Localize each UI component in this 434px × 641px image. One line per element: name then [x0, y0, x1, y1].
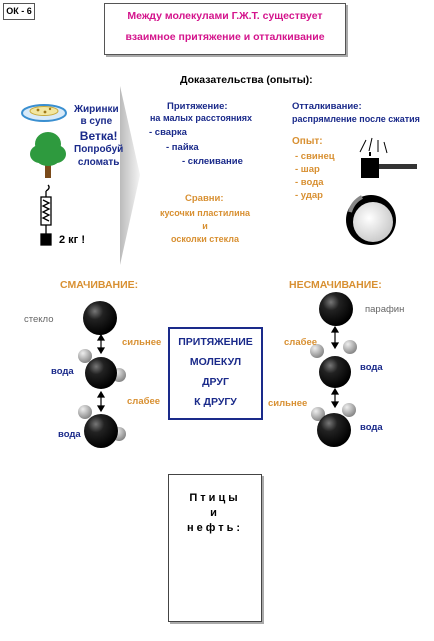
- tree-icon: [30, 132, 66, 178]
- evidence-header: Доказательства (опыты):: [180, 74, 313, 86]
- hammer-icon: [359, 137, 417, 178]
- branch-caption: Ветка! Попробуй сломать: [74, 130, 123, 169]
- weight-caption: 2 кг !: [59, 234, 85, 246]
- spring-scale-icon: [40, 184, 52, 246]
- attraction-title: Притяжение:: [167, 101, 228, 112]
- center-line: ДРУГ: [202, 376, 229, 388]
- compare-line: и: [202, 221, 208, 231]
- attraction-item: - сварка: [149, 127, 187, 138]
- experiment-title: Опыт:: [292, 136, 323, 147]
- non-wetting-title: НЕСМАЧИВАНИЕ:: [289, 279, 382, 291]
- water-label: вода: [360, 422, 383, 433]
- title-line-2: взаимное притяжение и отталкивание: [125, 31, 325, 43]
- non-wetting-arrows: [330, 325, 340, 409]
- water-label: вода: [360, 362, 383, 373]
- attraction-item: - пайка: [166, 142, 199, 153]
- center-line: ПРИТЯЖЕНИЕ: [178, 336, 253, 348]
- ball-icon: [346, 195, 396, 245]
- experiment-items: - свинец - шар - вода - удар: [295, 150, 335, 202]
- compare-line: осколки стекла: [170, 234, 240, 244]
- center-box: ПРИТЯЖЕНИЕ МОЛЕКУЛ ДРУГ К ДРУГУ: [168, 327, 263, 420]
- fat-caption-line: Жиринки: [74, 104, 119, 115]
- compare-line: кусочки пластилина: [159, 208, 251, 218]
- attraction-item: - склеивание: [182, 156, 243, 167]
- non-wetting-stronger-label: сильнее: [268, 398, 308, 409]
- compare-lines: кусочки пластилина и осколки стекла: [150, 207, 260, 246]
- wetting-title: СМАЧИВАНИЕ:: [60, 279, 139, 291]
- branch-caption-line: сломать: [77, 157, 120, 168]
- non-wetting-weaker-label: слабее: [284, 337, 318, 348]
- experiment-item: - вода: [295, 177, 324, 188]
- center-line: МОЛЕКУЛ: [189, 356, 242, 368]
- big-arrow-icon: [120, 86, 140, 265]
- paraffin-label: парафин: [365, 304, 405, 315]
- fat-caption: Жиринки в супе: [74, 104, 119, 128]
- soup-plate-icon: [21, 104, 67, 122]
- center-line: К ДРУГУ: [194, 396, 237, 408]
- fat-caption-line: в супе: [80, 116, 113, 127]
- repulsion-subtitle: распрямление после сжатия: [292, 114, 420, 124]
- wetting-molecules: [78, 301, 126, 448]
- branch-caption-line: Ветка!: [79, 129, 118, 143]
- experiment-item: - шар: [295, 164, 320, 175]
- birds-line: и: [210, 507, 220, 519]
- repulsion-title: Отталкивание:: [292, 101, 362, 112]
- wetting-weaker-label: слабее: [127, 396, 161, 407]
- birds-line: Птицы: [189, 492, 241, 504]
- non-wetting-molecules: [310, 292, 357, 447]
- compare-title: Сравни:: [185, 193, 224, 204]
- attraction-subtitle: на малых расстояниях: [150, 113, 253, 123]
- wetting-arrows: [96, 333, 106, 413]
- water-label: вода: [58, 429, 81, 440]
- experiment-item: - удар: [295, 190, 323, 201]
- sheet-label: ОК - 6: [3, 3, 35, 20]
- title-line-1: Между молекулами Г.Ж.Т. существует: [127, 10, 323, 22]
- birds-oil-box: Птицы и нефть:: [168, 474, 262, 622]
- wetting-stronger-label: сильнее: [122, 337, 162, 348]
- birds-line: нефть:: [186, 522, 244, 534]
- title-box: Между молекулами Г.Ж.Т. существует взаим…: [104, 3, 346, 55]
- branch-caption-line: Попробуй: [74, 144, 124, 155]
- glass-label: стекло: [24, 314, 54, 325]
- experiment-item: - свинец: [295, 151, 335, 162]
- water-label: вода: [51, 366, 74, 377]
